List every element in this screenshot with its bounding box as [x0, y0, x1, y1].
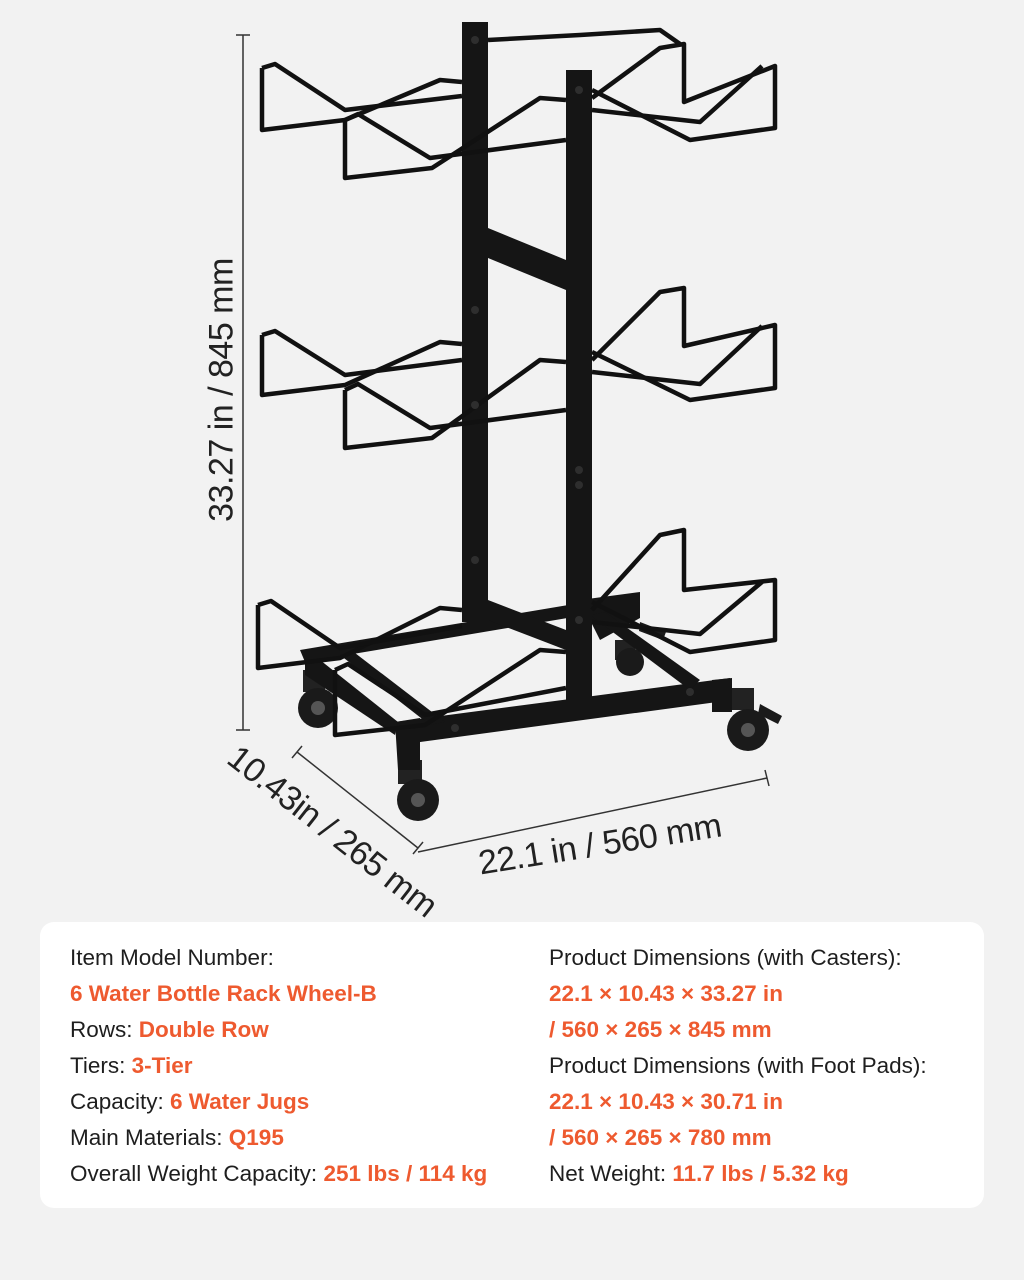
product-stage: 33.27 in / 845 mm 10.43in / 265 mm 22.1 …	[202, 22, 782, 925]
spec-tiers-label: Tiers:	[70, 1053, 132, 1078]
spec-tiers-value: 3-Tier	[131, 1053, 193, 1078]
spec-column-left: Item Model Number: 6 Water Bottle Rack W…	[70, 940, 487, 1192]
spec-weight-capacity-label: Overall Weight Capacity:	[70, 1161, 324, 1186]
spec-weight-capacity: Overall Weight Capacity: 251 lbs / 114 k…	[70, 1156, 487, 1192]
spec-column-right: Product Dimensions (with Casters): 22.1 …	[549, 940, 927, 1192]
spec-dims-casters-mm: / 560 × 265 × 845 mm	[549, 1017, 772, 1042]
spec-dims-pads-label: Product Dimensions (with Foot Pads):	[549, 1053, 927, 1078]
bolts	[451, 36, 694, 732]
wire-cradles	[255, 27, 778, 738]
height-dimension-label: 33.27 in / 845 mm	[202, 258, 241, 522]
dimension-lines	[236, 34, 770, 855]
spec-model-value: 6 Water Bottle Rack Wheel-B	[70, 981, 377, 1006]
spec-dims-pads-in: 22.1 × 10.43 × 30.71 in	[549, 1089, 783, 1114]
spec-net-weight-label: Net Weight:	[549, 1161, 673, 1186]
spec-net-weight: Net Weight: 11.7 lbs / 5.32 kg	[549, 1156, 927, 1192]
spec-dims-pads-mm: / 560 × 265 × 780 mm	[549, 1125, 772, 1150]
spec-dims-casters-label: Product Dimensions (with Casters):	[549, 945, 902, 970]
base-frame	[300, 592, 732, 770]
uprights	[462, 22, 592, 702]
spec-rows-label: Rows:	[70, 1017, 139, 1042]
spec-rows: Rows: Double Row	[70, 1012, 487, 1048]
rack-illustration	[236, 22, 782, 855]
spec-card: Item Model Number: 6 Water Bottle Rack W…	[40, 922, 984, 1208]
spec-rows-value: Double Row	[138, 1017, 269, 1042]
spec-net-weight-value: 11.7 lbs / 5.32 kg	[672, 1161, 849, 1186]
caster-front-right	[727, 688, 782, 751]
spec-materials-label: Main Materials:	[70, 1125, 229, 1150]
spec-capacity-label: Capacity:	[70, 1089, 171, 1114]
spec-capacity: Capacity: 6 Water Jugs	[70, 1084, 487, 1120]
spec-materials: Main Materials: Q195	[70, 1120, 487, 1156]
spec-weight-capacity-value: 251 lbs / 114 kg	[323, 1161, 488, 1186]
spec-tiers: Tiers: 3-Tier	[70, 1048, 487, 1084]
spec-materials-value: Q195	[228, 1125, 284, 1150]
spec-model-label: Item Model Number:	[70, 945, 274, 970]
spec-dims-casters-in: 22.1 × 10.43 × 33.27 in	[549, 981, 783, 1006]
spec-capacity-value: 6 Water Jugs	[170, 1089, 310, 1114]
